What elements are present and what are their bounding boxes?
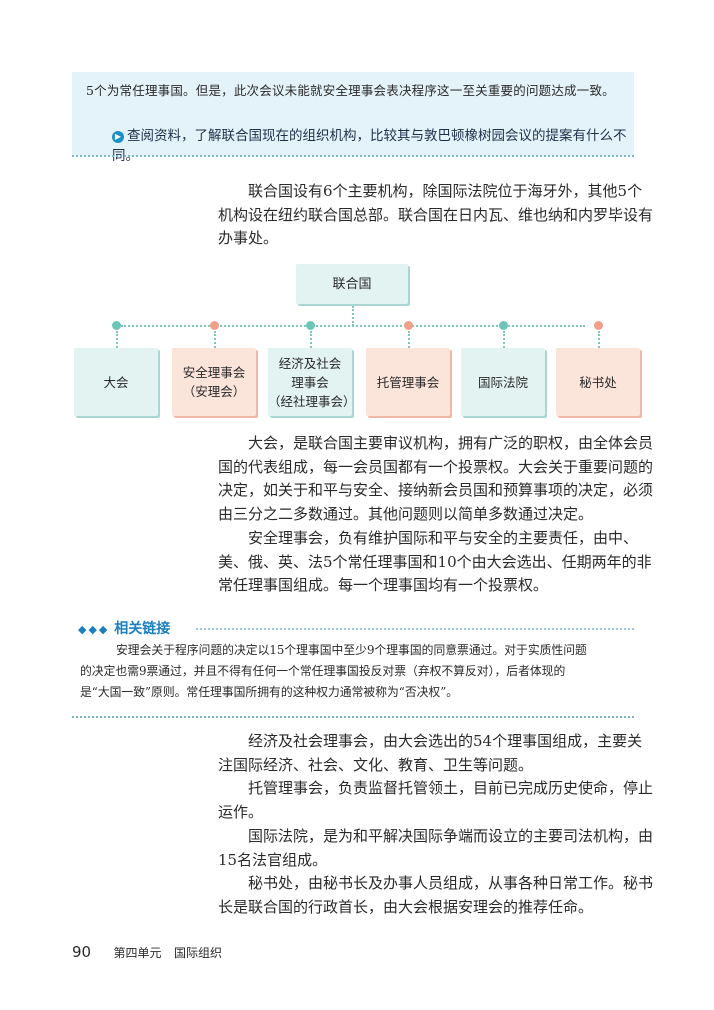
connector	[214, 331, 216, 348]
discussion-box: 5个为常任理事国。但是，此次会议未能就安全理事会表决程序这一至关重要的问题达成一…	[72, 72, 634, 164]
organ-node: 经济及社会理事会 （经社理事会）	[268, 348, 356, 416]
text-line: 长是联合国的行政首长，由大会根据安理会的推荐任命。	[218, 897, 594, 916]
text-line: 15名法官组成。	[218, 850, 328, 869]
text-line: 国的代表组成，每一会员国都有一个投票权。大会关于重要问题的	[218, 457, 654, 476]
text-line: 秘书处，由秘书长及办事人员组成，从事各种日常工作。秘书	[248, 874, 654, 893]
connector-node	[594, 321, 603, 330]
organ-label: 安全理事会	[182, 365, 246, 380]
text-line: 的决定也需9票通过，并且不得有任何一个常任理事国投反对票（弃权不算反对），后者体…	[80, 664, 566, 678]
unit-title: 国际组织	[174, 946, 223, 960]
divider	[196, 628, 634, 630]
organ-label: 国际法院	[477, 374, 528, 390]
text-line: 常任理事国组成。每一个理事国均有一个投票权。	[218, 576, 549, 595]
text-line: 注国际经济、社会、文化、教育、卫生等问题。	[218, 755, 534, 774]
root-node-un: 联合国	[296, 264, 408, 304]
text-line: 是“大国一致”原则。常任理事国所拥有的这种权力通常被称为“否决权”。	[80, 685, 459, 699]
organ-label: 大会	[103, 374, 129, 390]
unit-label: 第四单元	[113, 946, 162, 960]
arrow-circle-icon: ▶	[112, 131, 124, 143]
text-line: 大会，是联合国主要审议机构，拥有广泛的职权，由全体会员	[248, 434, 654, 452]
organ-label: 经济及社会	[278, 355, 342, 371]
organ-node: 秘书处	[556, 348, 640, 416]
divider	[72, 716, 634, 718]
connector	[352, 306, 354, 326]
text-line: 联合国设有6个主要机构，除国际法院位于海牙外，其他5个	[248, 182, 643, 200]
connector-node	[404, 321, 413, 330]
organ-node: 安全理事会 （安理会）	[172, 348, 256, 416]
connector-node	[499, 321, 508, 330]
text-line: 机构设在纽约联合国总部。联合国在日内瓦、维也纳和内罗毕设有	[218, 205, 654, 224]
text-line: 国际法院，是为和平解决国际争端而设立的主要司法机构，由	[248, 826, 654, 845]
text-line: 安全理事会，负有维护国际和平与安全的主要责任，由中、	[248, 528, 639, 547]
page-number: 90	[72, 943, 92, 961]
text-line: 运作。	[218, 803, 264, 822]
text-line: 安理会关于程序问题的决定以15个理事国中至少9个理事国的同意票通过。对于实质性问…	[116, 643, 587, 657]
connector-node	[112, 321, 121, 330]
connector	[116, 331, 118, 348]
diamond-icons: ◆◆◆	[78, 623, 110, 636]
body-paragraphs-2: 经济及社会理事会，由大会选出的54个理事国组成，主要关注国际经济、社会、文化、教…	[218, 730, 654, 920]
connector-node	[306, 321, 315, 330]
organ-label: 理事会	[291, 374, 329, 390]
text-line: 由三分之二多数通过。其他问题则以简单多数通过决定。	[218, 505, 594, 524]
intro-paragraph: 联合国设有6个主要机构，除国际法院位于海牙外，其他5个机构设在纽约联合国总部。联…	[218, 180, 654, 251]
connector	[121, 325, 585, 327]
connector-node	[210, 321, 219, 330]
text-line: 经济及社会理事会，由大会选出的54个理事国组成，主要关	[248, 732, 643, 750]
organ-label: （经社理事会）	[268, 393, 356, 409]
text-line: 办事处。	[218, 229, 279, 248]
divider	[72, 155, 634, 157]
text-line: 美、俄、英、法5个常任理事国和10个由大会选出、任期两年的非	[218, 552, 652, 571]
page-footer: 90 第四单元 国际组织	[72, 943, 222, 961]
organ-node: 托管理事会	[366, 348, 450, 416]
connector	[408, 331, 410, 348]
activity-prompt: ▶查阅资料，了解联合国现在的组织机构，比较其与敦巴顿橡树园会议的提案有什么不同。	[112, 128, 627, 164]
organ-node: 大会	[74, 348, 158, 416]
continued-text: 5个为常任理事国。但是，此次会议未能就安全理事会表决程序这一至关重要的问题达成一…	[86, 83, 615, 98]
connector	[503, 331, 505, 348]
organ-label: （安理会）	[182, 384, 246, 399]
organ-label: 托管理事会	[376, 374, 440, 390]
connector	[310, 331, 312, 348]
text-line: 托管理事会，负责监督托管领土，目前已完成历史使命，停止	[248, 779, 654, 798]
organ-label: 秘书处	[579, 374, 617, 390]
related-links-heading: ◆◆◆ 相关链接	[78, 621, 171, 637]
body-paragraphs-1: 大会，是联合国主要审议机构，拥有广泛的职权，由全体会员国的代表组成，每一会员国都…	[218, 432, 654, 598]
organ-node: 国际法院	[461, 348, 545, 416]
text-line: 决定，如关于和平与安全、接纳新会员国和预算事项的决定，必须	[218, 481, 654, 500]
related-links-text: 安理会关于程序问题的决定以15个理事国中至少9个理事国的同意票通过。对于实质性问…	[80, 640, 632, 703]
connector	[598, 331, 600, 348]
